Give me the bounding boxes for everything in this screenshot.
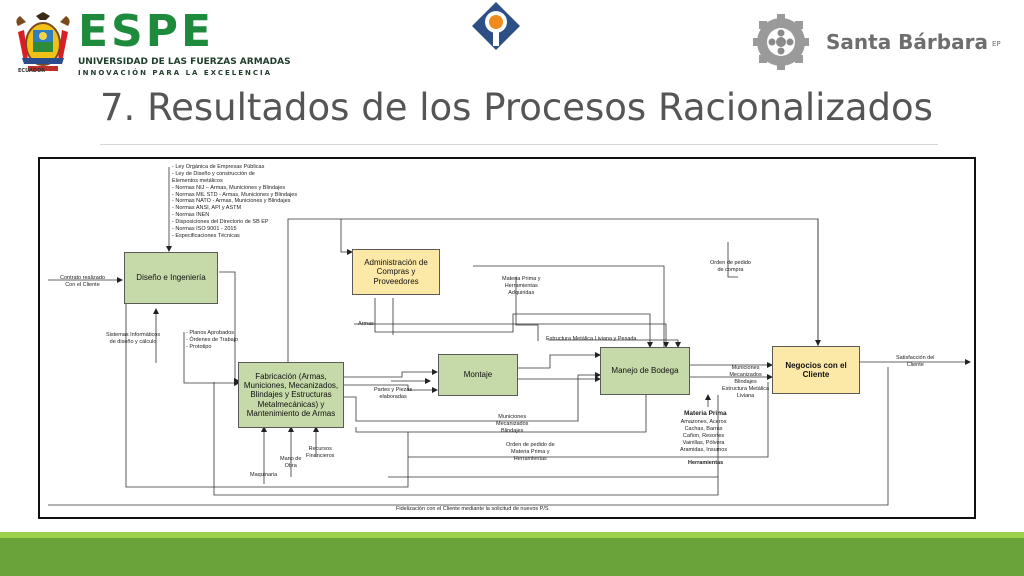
assembly-box: Montaje bbox=[438, 354, 518, 396]
structure-label: Estructura Metálica Liviana y Pesada bbox=[546, 336, 637, 342]
connector bbox=[727, 242, 738, 278]
order-raw-label: Orden de pedido de Materia Prima y Herra… bbox=[506, 442, 555, 462]
armas-label: Armas bbox=[358, 321, 374, 327]
loyalty-label: Fidelización con el Cliente mediante la … bbox=[396, 506, 549, 512]
ecuador-shield-icon bbox=[16, 12, 70, 71]
title-divider bbox=[100, 144, 938, 145]
connector bbox=[518, 352, 601, 369]
fabrication-box: Fabricación (Armas, Municiones, Mecaniza… bbox=[238, 362, 344, 428]
connector bbox=[354, 323, 669, 348]
diagram-connectors bbox=[48, 167, 971, 506]
footer-bar bbox=[0, 538, 1024, 576]
connector bbox=[374, 298, 653, 348]
connector bbox=[473, 265, 665, 347]
business-box: Negocios con el Cliente bbox=[772, 346, 860, 394]
machinery-label: Maquinaria bbox=[250, 472, 278, 478]
gear-logo-icon bbox=[753, 14, 809, 70]
raw-material-title: Materia Prima bbox=[684, 410, 727, 417]
university-name: UNIVERSIDAD DE LAS FUERZAS ARMADAS bbox=[78, 57, 291, 67]
center-emblem-icon bbox=[472, 2, 520, 50]
connector bbox=[408, 382, 769, 458]
espe-wordmark: ESPE bbox=[78, 6, 215, 57]
country-label: ECUADOR bbox=[18, 68, 46, 74]
plans-label: - Planos Aprobados - Órdenes de Trabajo … bbox=[186, 330, 238, 350]
connector bbox=[343, 372, 601, 422]
systems-label: Sistemas Informáticos de diseño y cálcul… bbox=[106, 332, 161, 345]
santa-barbara-wordmark: Santa Bárbara bbox=[826, 30, 988, 54]
university-motto: INNOVACIÓN PARA LA EXCELENCIA bbox=[78, 69, 273, 77]
connector bbox=[343, 384, 438, 393]
footer-accent-bar bbox=[0, 532, 1024, 538]
espe-logo: ECUADOR bbox=[12, 10, 254, 78]
connector bbox=[287, 218, 353, 362]
connector bbox=[183, 332, 240, 386]
connector bbox=[355, 395, 647, 433]
diagram-frame bbox=[38, 157, 976, 519]
connector bbox=[515, 277, 539, 341]
norms-list: - Ley Orgánica de Empresas Públicas - Le… bbox=[172, 164, 298, 239]
connector bbox=[343, 369, 438, 378]
finance-label: Recursos Financieros bbox=[306, 446, 335, 459]
satisfaction-label: Satisfacción del Cliente bbox=[896, 355, 935, 368]
purchase-order-label: Orden de pedido de compra bbox=[710, 260, 751, 273]
labor-label: Mano de Obra bbox=[280, 456, 302, 469]
contract-label: Contrato realizado Con el Cliente bbox=[60, 275, 105, 288]
raw-material-list: Amazones, Aceros Cachas, Barras Cañon, R… bbox=[680, 419, 728, 453]
munitions-structure-label: Municiones Mecanizados Blindajes Estruct… bbox=[722, 365, 770, 399]
design-engineering-box: Diseño e Ingeniería bbox=[124, 252, 218, 304]
connector bbox=[125, 278, 409, 488]
raw-acquired-label: Materia Prima y Herramientas Adquiridas bbox=[502, 276, 541, 296]
tools-label: Herramientas bbox=[688, 460, 724, 466]
munitions-label: Municiones Mecanizados Blindajes bbox=[496, 414, 529, 434]
connector bbox=[219, 271, 240, 384]
page-title: 7. Resultados de los Procesos Racionaliz… bbox=[100, 86, 933, 129]
connector bbox=[548, 339, 681, 348]
connector bbox=[48, 367, 889, 506]
warehouse-box: Manejo de Bodega bbox=[600, 347, 690, 395]
parts-label: Partes y Piezas elaboradas bbox=[374, 387, 413, 400]
santa-barbara-suffix: EP bbox=[992, 40, 1001, 48]
connector bbox=[213, 382, 719, 496]
purchasing-box: Administración de Compras y Proveedores bbox=[352, 249, 440, 295]
